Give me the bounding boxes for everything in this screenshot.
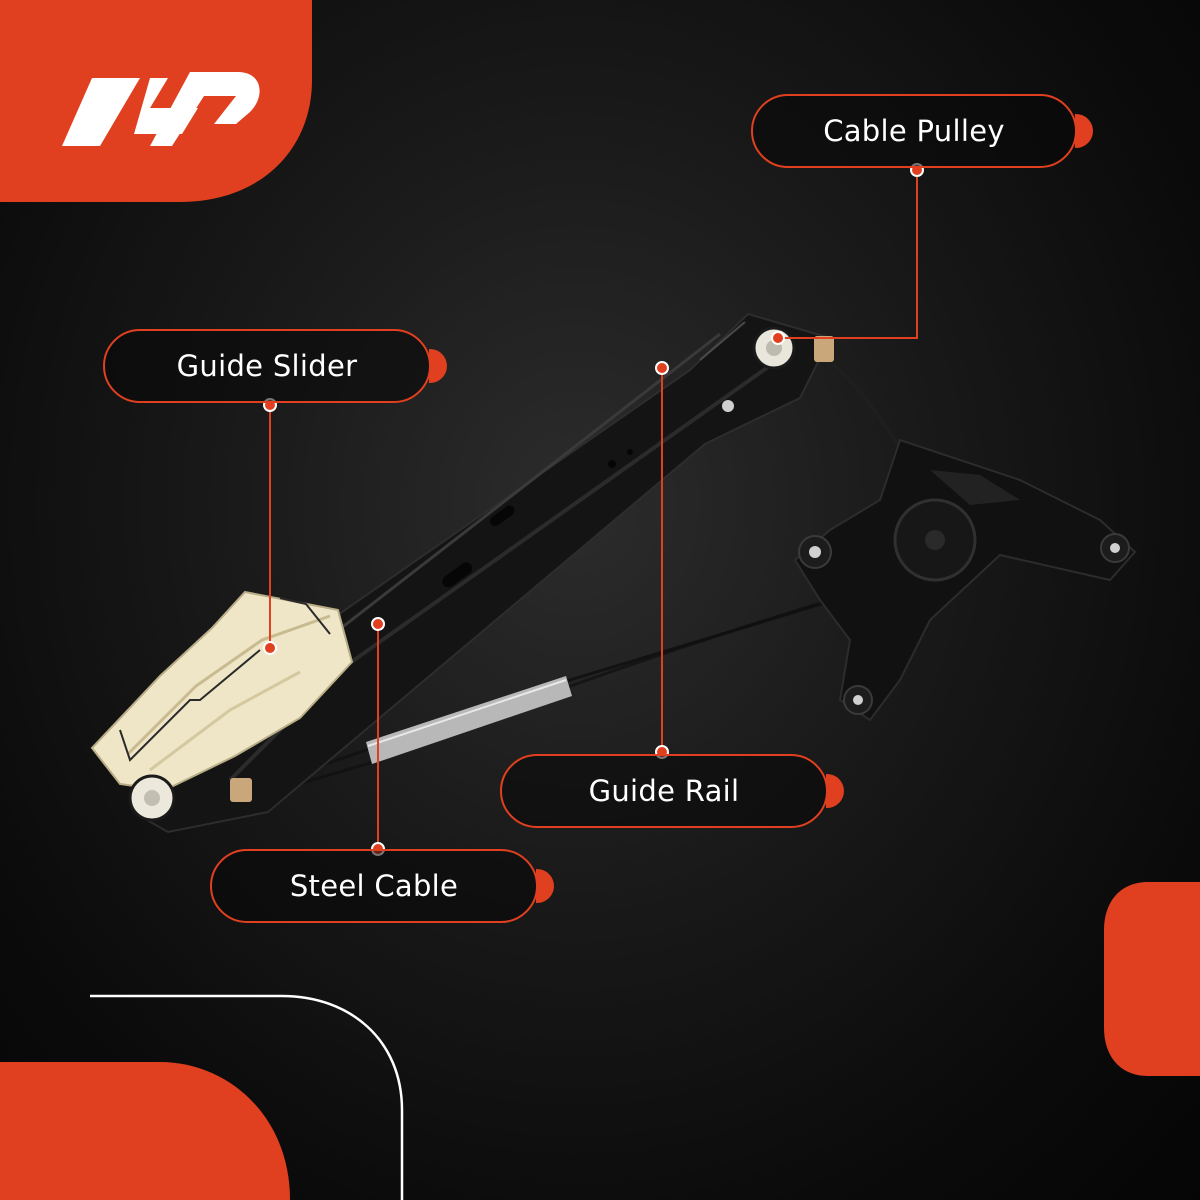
callout-cap-icon (536, 869, 554, 903)
brand-logo-icon (62, 72, 260, 146)
callout-cap-icon (826, 774, 844, 808)
callout-cap-icon (429, 349, 447, 383)
callout-guide-rail: Guide Rail (500, 754, 844, 828)
corner-shape-right (1104, 882, 1200, 1076)
callout-steel-cable: Steel Cable (210, 849, 554, 923)
cable-sleeve (366, 676, 572, 764)
callout-label: Guide Rail (588, 774, 740, 808)
callout-guide-slider: Guide Slider (103, 329, 447, 403)
corner-outline-bottom-left (90, 994, 404, 1200)
leader-lines (269, 170, 918, 849)
callout-label: Steel Cable (289, 869, 459, 903)
callout-cable-pulley: Cable Pulley (751, 94, 1093, 168)
corner-shape-bottom-left (0, 1062, 290, 1200)
corner-shape-top-left (0, 0, 312, 202)
callout-label: Cable Pulley (823, 114, 1005, 148)
window-regulator-illustration (90, 312, 1137, 834)
callout-label: Guide Slider (176, 349, 358, 383)
callout-cap-icon (1075, 114, 1093, 148)
